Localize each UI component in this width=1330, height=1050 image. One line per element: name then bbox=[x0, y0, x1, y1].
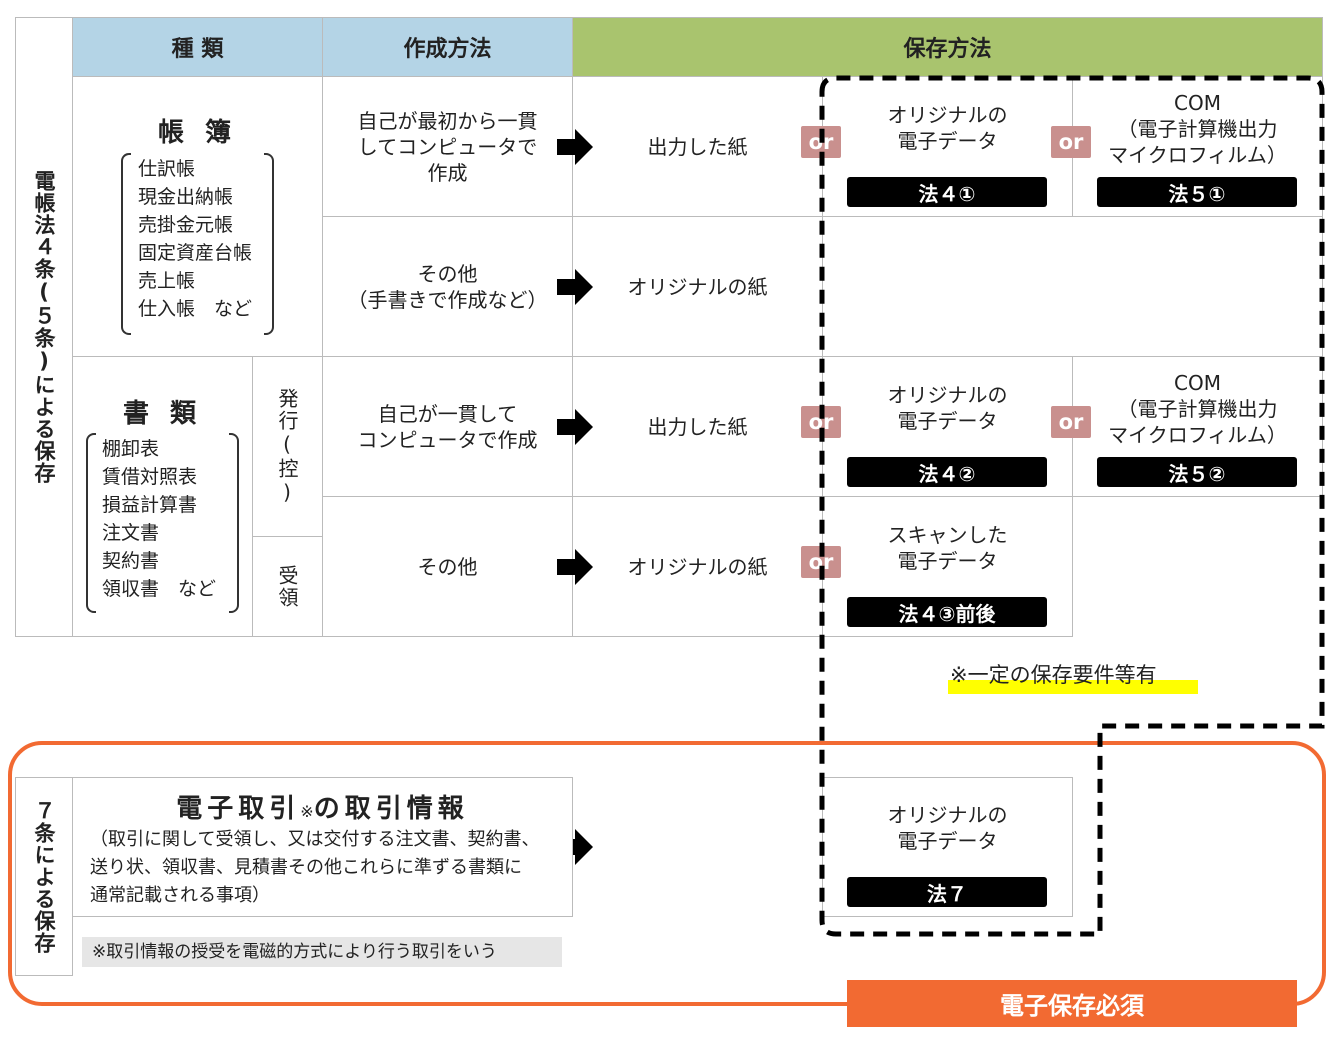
orig-data-text-1: オリジナルの 電子データ bbox=[887, 103, 1008, 153]
method-text-1: 自己が最初から一貫 してコンピュータで 作成 bbox=[357, 108, 538, 185]
documents-bracket-left bbox=[86, 433, 96, 613]
received-cell: 受領 bbox=[252, 536, 323, 637]
mandatory-label: 電子保存必須 bbox=[847, 980, 1297, 1027]
paper-cell-3: 出力した紙 bbox=[572, 356, 823, 497]
paper-cell-4: オリジナルの紙 bbox=[572, 496, 823, 637]
header-method: 作成方法 bbox=[322, 17, 573, 77]
documents-bracket-right bbox=[229, 433, 239, 613]
electronic-title-a: 電子取引 bbox=[176, 794, 301, 824]
com-text-1: COM （電子計算機出力 マイクロフィルム） bbox=[1108, 91, 1287, 167]
paper-text-3: 出力した紙 bbox=[647, 414, 748, 439]
paper-text-4: オリジナルの紙 bbox=[627, 554, 768, 579]
electronic-title: 電子取引※の取引情報 bbox=[72, 788, 573, 825]
left-label-cell-bottom: ７条による保存 bbox=[15, 777, 73, 976]
law-badge-4-2: 法４② bbox=[847, 457, 1047, 487]
issued-label: 発行(控) bbox=[275, 387, 299, 506]
method-text-3: 自己が一貫して コンピュータで作成 bbox=[357, 401, 538, 452]
left-label-bottom: ７条による保存 bbox=[32, 799, 56, 954]
issued-cell: 発行(控) bbox=[252, 356, 323, 537]
documents-type-cell bbox=[72, 356, 253, 637]
electronic-note: ※取引情報の授受を電磁的方式により行う取引をいう bbox=[82, 937, 562, 967]
electronic-title-b: の取引情報 bbox=[313, 794, 469, 824]
or-badge-2: or bbox=[1051, 126, 1091, 158]
method-cell-1: 自己が最初から一貫 してコンピュータで 作成 bbox=[322, 76, 573, 217]
books-bracket-right bbox=[264, 153, 274, 335]
method-text-2: その他 （手書きで作成など） bbox=[347, 261, 548, 312]
paper-text-1: 出力した紙 bbox=[647, 134, 748, 159]
com-text-2: COM （電子計算機出力 マイクロフィルム） bbox=[1108, 371, 1287, 447]
arrow-icon-5 bbox=[557, 829, 593, 865]
orig-data-text-2: オリジナルの 電子データ bbox=[887, 383, 1008, 433]
orig-data-text-3: オリジナルの 電子データ bbox=[887, 803, 1008, 853]
books-items: 仕訳帳 現金出納帳 売掛金元帳 固定資産台帳 売上帳 仕入帳 など bbox=[138, 158, 253, 320]
method-text-4: その他 bbox=[417, 554, 478, 579]
left-label-cell-top: 電帳法４条(５条)による保存 bbox=[15, 17, 73, 637]
books-bracket-left bbox=[121, 153, 131, 335]
or-badge-4: or bbox=[1051, 406, 1091, 438]
electronic-info-cell bbox=[72, 777, 573, 917]
law-badge-5-1: 法５① bbox=[1097, 177, 1297, 207]
method-cell-3: 自己が一貫して コンピュータで作成 bbox=[322, 356, 573, 497]
arrow-icon-2 bbox=[557, 269, 593, 305]
header-storage: 保存方法 bbox=[572, 17, 1323, 77]
documents-title: 書 類 bbox=[122, 399, 203, 429]
electronic-region-border bbox=[8, 741, 1326, 1006]
electronic-title-mark: ※ bbox=[300, 802, 314, 821]
electronic-desc: （取引に関して受領し、又は交付する注文書、契約書、 送り状、領収書、見積書その他… bbox=[90, 829, 540, 906]
arrow-icon-3 bbox=[557, 409, 593, 445]
scan-data-text: スキャンした 電子データ bbox=[887, 523, 1008, 573]
arrow-icon-1 bbox=[557, 129, 593, 165]
requirements-note: ※一定の保存要件等有 bbox=[950, 663, 1157, 687]
law-badge-7: 法７ bbox=[847, 877, 1047, 907]
paper-cell-1: 出力した紙 bbox=[572, 76, 823, 217]
law-badge-4-1: 法４① bbox=[847, 177, 1047, 207]
books-title: 帳 簿 bbox=[157, 118, 238, 148]
received-label: 受領 bbox=[275, 564, 299, 609]
requirements-highlight bbox=[948, 680, 1198, 694]
law-badge-5-2: 法５② bbox=[1097, 457, 1297, 487]
law-badge-4-3: 法４③前後 bbox=[847, 597, 1047, 627]
paper-text-2: オリジナルの紙 bbox=[627, 274, 768, 299]
books-type-cell bbox=[72, 76, 323, 357]
documents-items: 棚卸表 賃借対照表 損益計算書 注文書 契約書 領収書 など bbox=[102, 438, 217, 600]
left-label-top: 電帳法４条(５条)による保存 bbox=[32, 170, 56, 484]
arrow-icon-4 bbox=[557, 549, 593, 585]
